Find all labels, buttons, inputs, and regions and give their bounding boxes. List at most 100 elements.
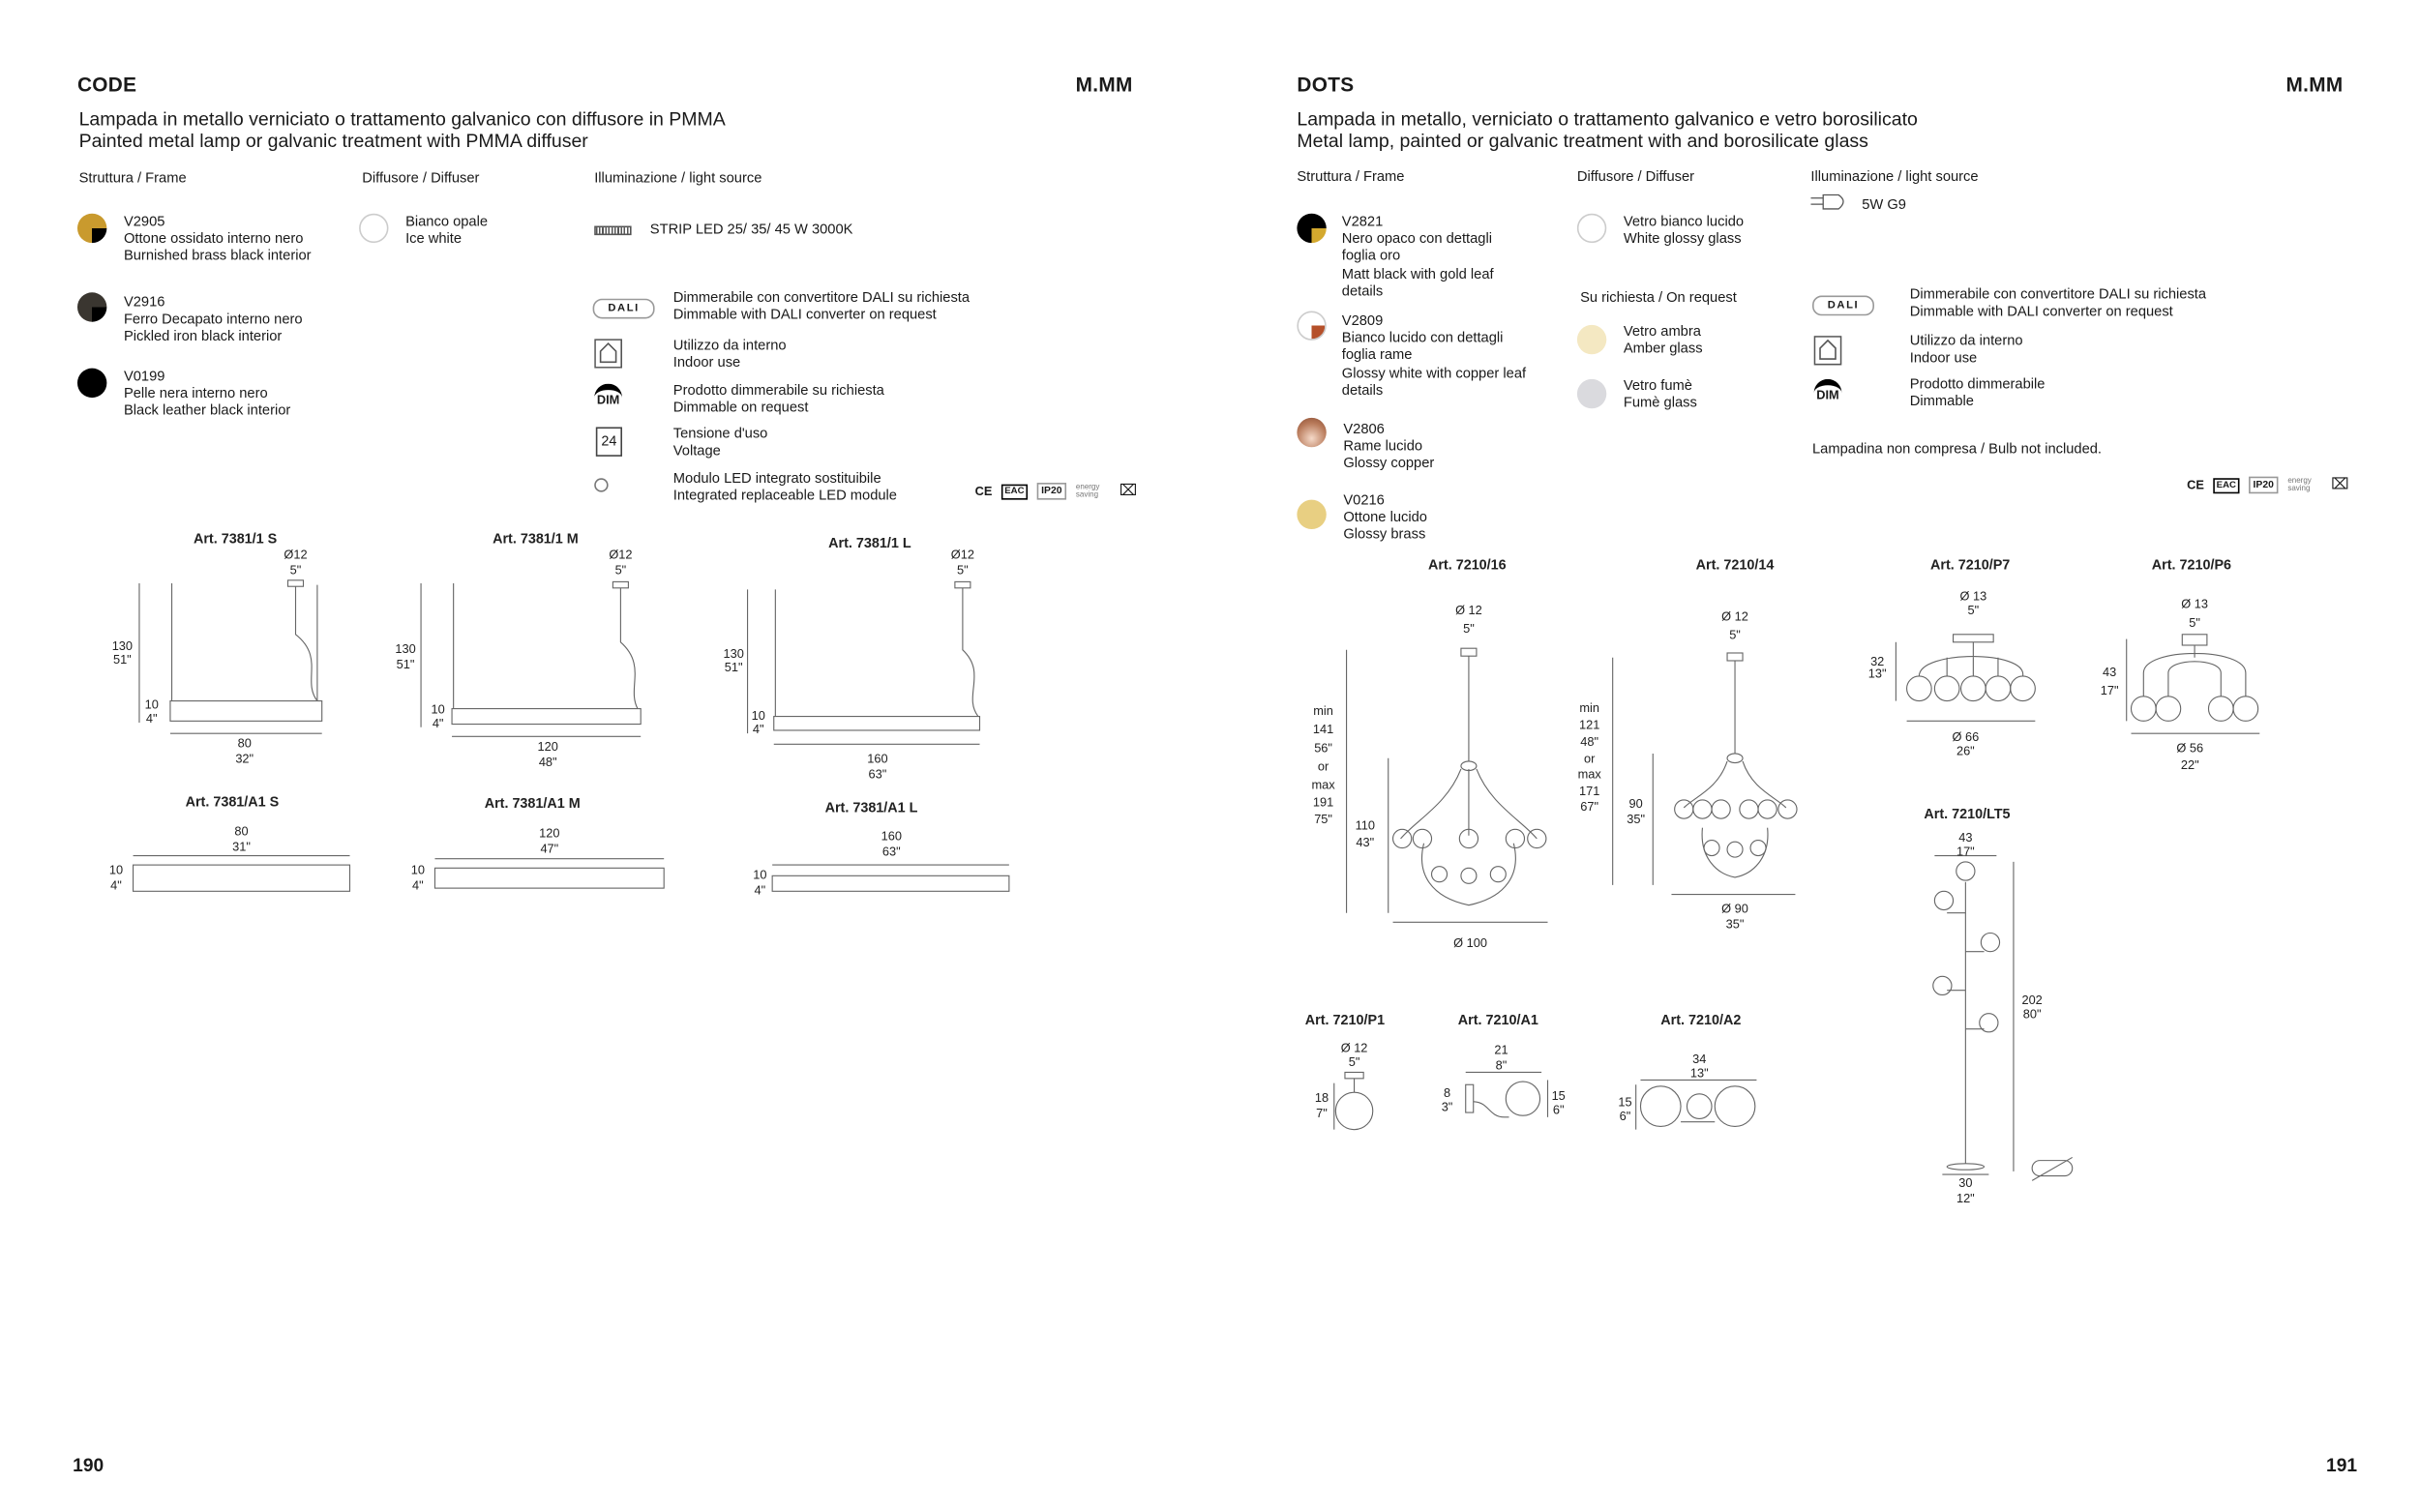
dimension-label: 4": [146, 711, 158, 726]
energy-saving-mark: energy saving: [2287, 475, 2312, 493]
drawing-7210-14: Art. 7210/14 Ø 125"min12148"ormax17167"9…: [1578, 558, 1798, 932]
swatch-ice-white: [359, 213, 389, 244]
light-source: 5W G9: [1862, 196, 1906, 213]
dimension-label: 160: [867, 752, 887, 766]
dimension-label: 43: [2103, 665, 2116, 679]
dimension-label: 10: [109, 863, 123, 877]
product-title: DOTS: [1297, 73, 1355, 97]
dimension-label: 80: [234, 824, 248, 839]
dimension-label: 10: [145, 697, 159, 712]
dimension-label: 130: [112, 638, 133, 653]
dimension-label: 4": [755, 883, 766, 898]
dimension-label: 63": [869, 767, 887, 782]
dimension-label: Ø 100: [1453, 935, 1487, 950]
eac-mark: EAC: [2213, 477, 2240, 493]
frame-header: Struttura / Frame: [1297, 168, 1405, 185]
drawing-7210-p1: Art. 7210/P1 Ø 125"187": [1305, 1013, 1385, 1131]
page-number: 190: [73, 1454, 105, 1476]
dimension-label: max: [1311, 778, 1335, 792]
dimension-label: 10: [753, 868, 766, 882]
swatch-v2916: [76, 292, 107, 322]
drawing-label: Art. 7381/1 S: [194, 531, 278, 547]
dimension-label: 32": [235, 752, 254, 766]
dimension-label: Art. 7210/P7: [1930, 558, 2010, 574]
dimension-label: 141: [1313, 722, 1333, 736]
dimension-label: Ø 13: [1960, 589, 1987, 604]
dimension-label: Art. 7210/LT5: [1924, 807, 2010, 822]
swatch-v2809: [1297, 311, 1327, 341]
dimension-label: 12": [1956, 1191, 1975, 1205]
description-en: Metal lamp, painted or galvanic treatmen…: [1297, 130, 1868, 152]
dimension-label: 15: [1552, 1088, 1566, 1103]
page-number: 191: [2326, 1454, 2358, 1476]
dimension-label: 47": [540, 841, 558, 855]
swatch-v0199: [76, 368, 107, 399]
dimension-label: 8: [1444, 1085, 1450, 1100]
dimension-label: 43: [1958, 830, 1972, 845]
swatch-v0216: [1297, 499, 1327, 530]
dimension-label: 160: [881, 829, 902, 844]
certifications: CE EAC IP20 energy saving ⌧: [975, 483, 1137, 500]
dimension-label: min: [1313, 703, 1333, 718]
dimension-label: 80: [238, 736, 252, 751]
dimension-label: Art. 7381/A1 S: [186, 794, 280, 810]
dimension-label: 5": [1349, 1054, 1360, 1069]
dimension-label: 4": [412, 878, 424, 893]
dimension-label: 4": [753, 722, 764, 736]
dimension-label: 43": [1356, 835, 1374, 849]
certifications: CE EAC IP20 energy saving ⌧: [2187, 475, 2349, 494]
dimension-label: 5": [957, 562, 969, 577]
dimension-label: 67": [1580, 799, 1598, 814]
product-title: CODE: [76, 73, 137, 97]
dimension-label: 4": [433, 716, 444, 730]
dimension-label: 35": [1627, 812, 1645, 826]
description-it: Lampada in metallo, verniciato o trattam…: [1297, 107, 1918, 131]
brand-logo: M.MM: [1075, 73, 1133, 97]
dimension-label: 75": [1314, 812, 1332, 826]
drawing-7210-a1: Art. 7210/A1 218"83"156": [1442, 1013, 1566, 1118]
g9-bulb-icon: [1810, 193, 1844, 210]
dimension-label: 171: [1579, 784, 1599, 798]
dimension-label: Ø 12: [1721, 608, 1748, 623]
ip20-mark: IP20: [2248, 476, 2279, 494]
dimension-label: Art. 7210/16: [1428, 558, 1507, 574]
dimension-label: 32: [1870, 654, 1884, 668]
dimension-label: 18: [1315, 1090, 1329, 1105]
ce-mark: CE: [974, 484, 993, 499]
swatch-v2821: [1297, 213, 1327, 244]
dimension-label: 15: [1618, 1095, 1631, 1110]
on-request-header: Su richiesta / On request: [1580, 289, 1737, 306]
dimension-label: 110: [1356, 817, 1375, 832]
dimension-label: 13": [1868, 667, 1887, 681]
dimension-label: Ø12: [951, 547, 974, 561]
dimension-label: Ø 90: [1721, 902, 1748, 916]
ip20-mark: IP20: [1036, 483, 1067, 500]
dimension-label: 130: [723, 646, 743, 661]
ce-mark: CE: [2187, 478, 2204, 492]
dimension-label: or: [1584, 752, 1596, 766]
dimension-label: 80": [2023, 1006, 2042, 1021]
dimension-label: 21: [1494, 1042, 1508, 1056]
dimension-label: 5": [290, 562, 302, 577]
dimension-label: or: [1318, 759, 1329, 774]
light-header: Illuminazione / light source: [1810, 168, 1979, 185]
dimension-label: Art. 7210/P1: [1305, 1013, 1385, 1028]
dimension-label: 48": [539, 755, 557, 769]
dimension-label: min: [1579, 700, 1599, 715]
dimension-label: Art. 7210/A1: [1458, 1013, 1538, 1028]
